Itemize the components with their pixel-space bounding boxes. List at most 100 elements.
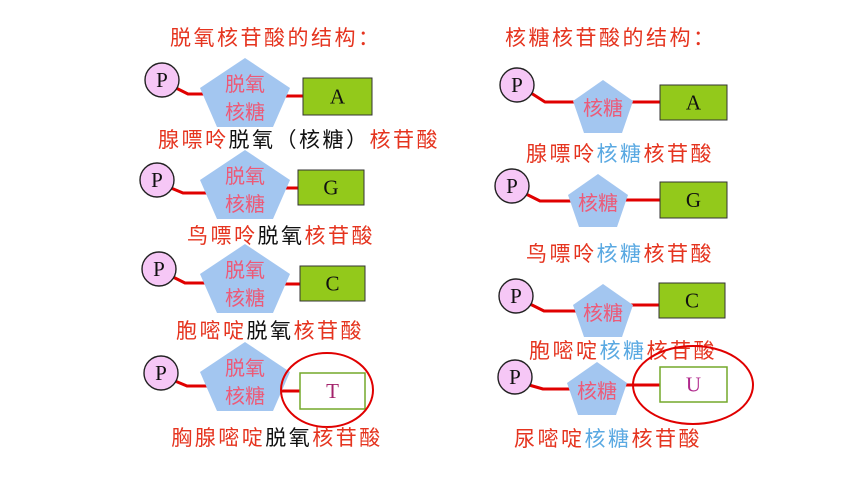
base-letter: G [686, 188, 701, 212]
name-suffix-part: 核苷酸 [644, 142, 715, 166]
base-box [302, 77, 373, 116]
phosphate-circle [139, 162, 175, 198]
deoxy-title: 脱氧核苷酸的结构： [170, 26, 382, 50]
sugar-label-line1: 脱氧 [225, 72, 265, 96]
deoxy-row-cytosine: P 脱氧 核糖 C 胞嘧啶脱氧核苷酸 [141, 244, 366, 343]
name-sugar-part: 脱氧 [265, 426, 312, 450]
name-sugar-part: 核糖 [600, 339, 647, 363]
base-letter: U [686, 373, 701, 397]
deoxy-row-guanine: P 脱氧 核糖 G 鸟嘌呤脱氧核苷酸 [139, 150, 375, 248]
phosphate-label: P [153, 257, 165, 281]
deoxyribose-pentagon [200, 58, 290, 127]
name-suffix-part: 核苷酸 [294, 319, 365, 343]
name-suffix-part: 核苷酸 [644, 242, 715, 266]
ribo-row-cytosine: P 核糖 C 胞嘧啶核糖核苷酸 [498, 278, 726, 363]
ribo-title: 核糖核苷酸的结构： [505, 26, 717, 50]
phosphate-label: P [511, 73, 523, 97]
phosphate-circle [499, 67, 535, 103]
base-box [659, 181, 728, 219]
name-suffix-part: 核苷酸 [632, 427, 703, 451]
base-box [659, 366, 728, 403]
nucleotide-name: 鸟嘌呤核糖核苷酸 [526, 242, 714, 266]
phosphate-sugar-bond [527, 383, 578, 391]
base-letter: C [685, 289, 699, 313]
ribo-row-adenine: P 核糖 A 腺嘌呤核糖核苷酸 [499, 67, 728, 166]
nucleotide-name: 胞嘧啶核糖核苷酸 [529, 339, 717, 363]
name-sugar-part: 脱氧 [258, 224, 305, 248]
phosphate-sugar-bond [528, 302, 584, 313]
phosphate-circle [141, 251, 177, 287]
phosphate-sugar-bond [171, 275, 214, 285]
sugar-label: 核糖 [577, 379, 617, 403]
phosphate-circle [143, 355, 179, 391]
base-letter: C [325, 272, 339, 296]
name-base-part: 胸腺嘧啶 [171, 426, 265, 450]
phosphate-label: P [156, 68, 168, 92]
sugar-label-line1: 脱氧 [225, 258, 265, 282]
deoxyribose-pentagon [200, 342, 290, 411]
phosphate-label: P [509, 365, 521, 389]
phosphate-label: P [151, 168, 163, 192]
name-base-part: 胞嘧啶 [176, 319, 247, 343]
nucleotide-name: 胸腺嘧啶脱氧核苷酸 [171, 426, 383, 450]
base-letter: G [323, 176, 338, 200]
nucleotide-name: 尿嘧啶核糖核苷酸 [514, 427, 702, 451]
deoxy-row-thymine: P 脱氧 核糖 T 胸腺嘧啶脱氧核苷酸 [143, 342, 383, 450]
sugar-label-line2: 核糖 [225, 286, 265, 310]
sugar-label: 核糖 [583, 301, 623, 325]
ribose-pentagon [573, 80, 633, 133]
name-suffix-part: 核苷酸 [647, 339, 718, 363]
base-letter: A [686, 91, 702, 115]
name-suffix-part: 核苷酸 [305, 224, 376, 248]
name-base-part: 腺嘌呤 [526, 142, 597, 166]
deoxy-row-adenine: P 脱氧 核糖 A 腺嘌呤脱氧（核糖）核苷酸 [144, 58, 440, 152]
phosphate-label: P [506, 174, 518, 198]
phosphate-circle [144, 62, 180, 98]
phosphate-label: P [510, 284, 522, 308]
name-sugar-part: 核糖 [597, 242, 644, 266]
ribose-pentagon [573, 284, 633, 337]
phosphate-sugar-bond [169, 186, 214, 195]
phosphate-sugar-bond [173, 379, 214, 388]
sugar-label-line2: 核糖 [225, 384, 265, 408]
phosphate-sugar-bond [524, 192, 578, 203]
name-base-part: 胞嘧啶 [529, 339, 600, 363]
phosphate-sugar-bond [529, 91, 584, 104]
ribo-row-guanine: P 核糖 G 鸟嘌呤核糖核苷酸 [494, 168, 728, 266]
sugar-label-line1: 脱氧 [225, 356, 265, 380]
base-box [299, 265, 366, 302]
name-sugar-part: 脱氧 [247, 319, 294, 343]
phosphate-circle [498, 278, 534, 314]
deoxyribose-pentagon [200, 244, 290, 313]
base-box [297, 169, 365, 206]
nucleotide-name: 腺嘌呤脱氧（核糖）核苷酸 [158, 128, 440, 152]
highlight-ellipse [280, 352, 374, 428]
ribose-pentagon [567, 362, 627, 415]
name-base-part: 鸟嘌呤 [526, 242, 597, 266]
sugar-label-line2: 核糖 [225, 100, 265, 124]
base-letter: T [326, 379, 339, 403]
name-sugar-part: 脱氧（核糖） [229, 128, 370, 152]
nucleotide-name: 鸟嘌呤脱氧核苷酸 [187, 224, 375, 248]
base-box [659, 84, 728, 121]
base-letter: A [330, 85, 346, 109]
nucleotide-name: 腺嘌呤核糖核苷酸 [526, 142, 714, 166]
name-sugar-part: 核糖 [585, 427, 632, 451]
sugar-label: 核糖 [583, 96, 623, 120]
name-sugar-part: 核糖 [597, 142, 644, 166]
deoxyribose-pentagon [200, 150, 290, 219]
highlight-ellipse [632, 345, 754, 425]
name-base-part: 尿嘧啶 [514, 427, 585, 451]
sugar-label-line2: 核糖 [225, 192, 265, 216]
phosphate-circle [494, 168, 530, 204]
name-suffix-part: 核苷酸 [370, 128, 441, 152]
sugar-label-line1: 脱氧 [225, 164, 265, 188]
base-box [299, 372, 366, 410]
name-base-part: 鸟嘌呤 [187, 224, 258, 248]
ribo-row-uracil: P 核糖 U 尿嘧啶核糖核苷酸 [497, 345, 754, 451]
base-box [658, 282, 726, 319]
sugar-label: 核糖 [578, 191, 618, 215]
phosphate-label: P [155, 361, 167, 385]
